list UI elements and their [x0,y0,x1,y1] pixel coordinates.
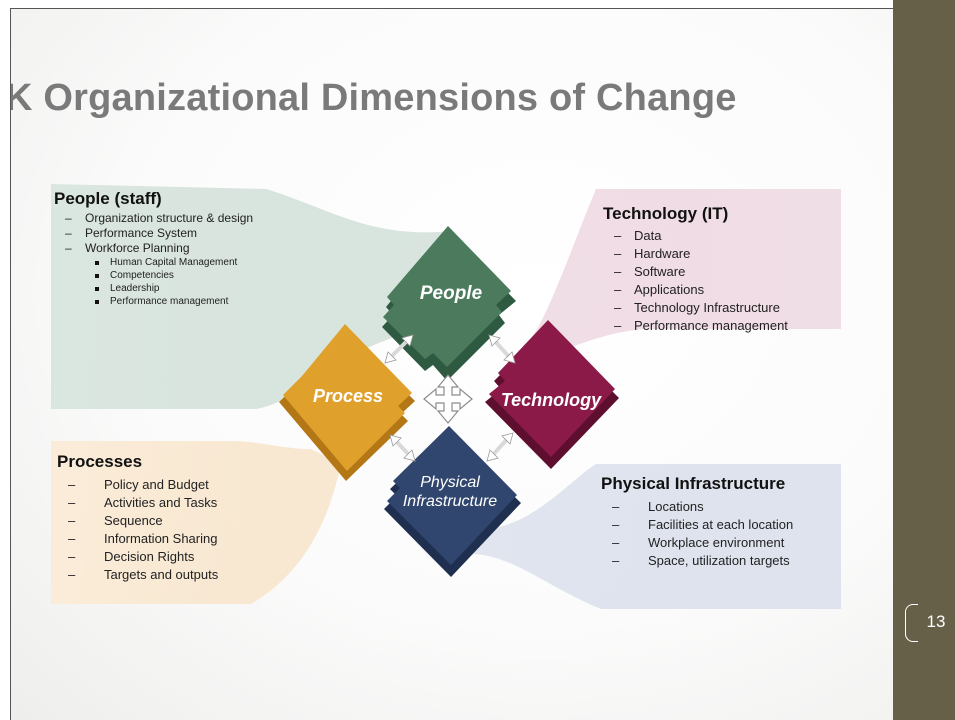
list-item: Leadership [85,282,253,295]
technology-heading: Technology (IT) [603,204,729,223]
list-item: Performance management [85,295,253,308]
list-item: Human Capital Management [85,256,253,269]
list-item: Locations [601,498,793,516]
people-block: People (staff) Organization structure & … [54,189,253,308]
list-item: Applications [603,281,788,299]
slide-canvas: People Process Technology Physical Infra… [10,8,894,720]
technology-piece-label: Technology [501,390,602,410]
processes-heading: Processes [57,452,143,471]
processes-block: Processes Policy and Budget Activities a… [57,452,218,584]
list-item: Information Sharing [57,530,218,548]
technology-block: Technology (IT) Data Hardware Software A… [603,204,788,335]
arrow-heads [384,334,516,462]
physical-piece-label-line2: Infrastructure [403,493,497,510]
people-items: Organization structure & design Performa… [54,211,253,256]
processes-items: Policy and Budget Activities and Tasks S… [57,476,218,584]
physical-piece-label-line1: Physical [420,474,480,491]
list-item: Competencies [85,269,253,282]
list-item: Performance System [54,226,253,241]
slide-title: K Organizational Dimensions of Change [10,77,737,119]
process-piece-label: Process [313,386,383,406]
list-item: Organization structure & design [54,211,253,226]
list-item: Activities and Tasks [57,494,218,512]
page-number: 13 [926,612,946,631]
list-item: Sequence [57,512,218,530]
technology-piece: Technology [485,320,619,469]
physical-items: Locations Facilities at each location Wo… [601,498,793,570]
list-item: Software [603,263,788,281]
list-item: Policy and Budget [57,476,218,494]
list-item: Data [603,227,788,245]
physical-heading: Physical Infrastructure [601,474,786,493]
people-piece: People [382,226,516,381]
center-four-way-arrow [423,374,473,424]
physical-block: Physical Infrastructure Locations Facili… [601,474,793,570]
list-item: Workplace environment [601,534,793,552]
list-item: Hardware [603,245,788,263]
page-number-bracket [905,604,918,642]
list-item: Technology Infrastructure [603,299,788,317]
people-piece-label: People [420,283,483,304]
list-item: Facilities at each location [601,516,793,534]
people-heading: People (staff) [54,189,162,208]
physical-infrastructure-piece: Physical Infrastructure [384,426,521,577]
list-item: Workforce Planning [54,241,253,256]
list-item: Decision Rights [57,548,218,566]
people-subitems: Human Capital Management Competencies Le… [85,256,253,308]
process-piece: Process [279,324,415,481]
list-item: Targets and outputs [57,566,218,584]
list-item: Performance management [603,317,788,335]
side-panel [893,0,955,720]
technology-items: Data Hardware Software Applications Tech… [603,227,788,335]
list-item: Space, utilization targets [601,552,793,570]
